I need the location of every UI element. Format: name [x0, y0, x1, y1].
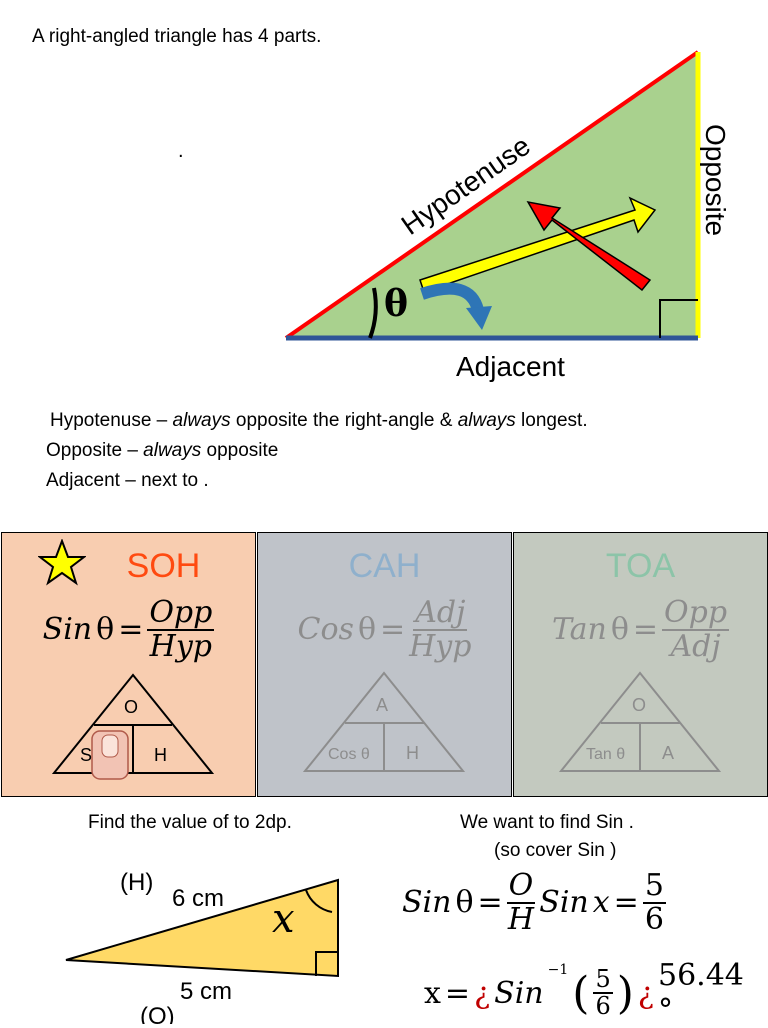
- toa-title: TOA: [605, 547, 676, 585]
- working-line2: (so cover Sin ): [494, 840, 617, 861]
- hypotenuse-side: [284, 50, 700, 340]
- svg-text:O: O: [124, 697, 138, 717]
- opposite-label: Opposite: [700, 124, 731, 236]
- o-label: (O): [140, 1003, 175, 1024]
- question-triangle: (H) 6 cm 5 cm (O) x: [65, 869, 339, 1024]
- triangle-diagram: θ Hypotenuse Opposite Adjacent: [284, 50, 731, 382]
- angle-theta-label: θ: [384, 283, 408, 325]
- h-label: (H): [120, 869, 153, 896]
- stray-dot: .: [178, 140, 184, 162]
- cah-triangle: A Cos θ H: [302, 671, 466, 772]
- red-arrow: [526, 200, 652, 292]
- svg-text:A: A: [376, 695, 388, 715]
- soh-triangle: O S H: [51, 673, 215, 780]
- toa-triangle: O Tan θ A: [558, 671, 722, 772]
- cah-title: CAH: [348, 547, 421, 585]
- svg-text:Cos θ: Cos θ: [328, 746, 370, 763]
- svg-text:A: A: [662, 743, 674, 763]
- blue-curved-arrow: [420, 282, 484, 312]
- angle-arc: [368, 287, 378, 339]
- def-adjacent: Adjacent – next to .: [46, 470, 209, 491]
- adj-length: 5 cm: [180, 978, 232, 1005]
- svg-text:H: H: [406, 743, 419, 763]
- def-hypotenuse: Hypotenuse – always opposite the right-a…: [50, 410, 588, 431]
- hyp-length: 6 cm: [172, 885, 224, 912]
- svg-text:H: H: [154, 745, 167, 765]
- svg-text:O: O: [632, 695, 646, 715]
- def-opposite: Opposite – always opposite: [46, 440, 279, 461]
- blue-arrow-head: [466, 306, 492, 330]
- star-icon: [38, 539, 86, 586]
- soh-title: SOH: [126, 547, 201, 585]
- yellow-arrow: [419, 196, 657, 293]
- svg-text:S: S: [80, 745, 92, 765]
- working-line1: We want to find Sin .: [460, 812, 634, 833]
- intro-text: A right-angled triangle has 4 parts.: [32, 26, 322, 47]
- right-angle-marker: [659, 299, 698, 338]
- question-prompt: Find the value of to 2dp.: [88, 812, 292, 833]
- angle-x-label: x: [272, 896, 295, 942]
- svg-text:Tan θ: Tan θ: [586, 746, 625, 763]
- adjacent-label: Adjacent: [456, 351, 565, 382]
